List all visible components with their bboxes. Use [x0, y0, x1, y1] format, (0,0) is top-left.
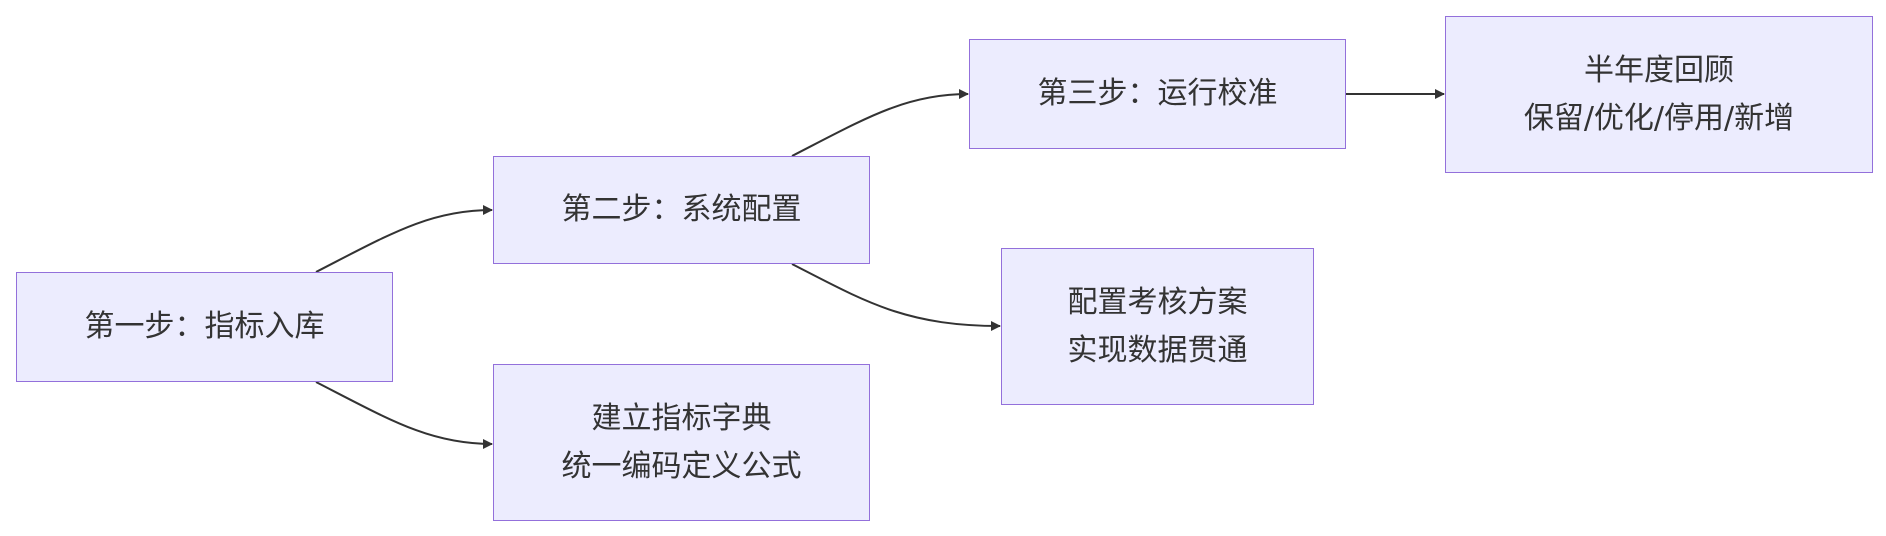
node-step2: 第二步：系统配置 [493, 156, 870, 264]
edge-step1-to-step2 [315, 205, 493, 273]
node-assessment-line-2: 实现数据贯通 [1067, 332, 1248, 368]
node-review-line-2: 保留/优化/停用/新增 [1523, 100, 1795, 136]
node-review: 半年度回顾 保留/优化/停用/新增 [1445, 16, 1873, 173]
node-step1-label: 第一步：指标入库 [84, 309, 325, 344]
edge-step1-to-dictionary [315, 381, 493, 449]
node-step3: 第三步：运行校准 [969, 39, 1346, 149]
edge-step2-to-step3 [791, 89, 969, 157]
edge-step2-to-assessment [791, 263, 1001, 331]
node-dictionary-line-2: 统一编码定义公式 [561, 448, 802, 484]
node-review-line-1: 半年度回顾 [1584, 52, 1734, 88]
node-step3-label: 第三步：运行校准 [1037, 76, 1278, 111]
node-dictionary: 建立指标字典 统一编码定义公式 [493, 364, 870, 521]
node-dictionary-line-1: 建立指标字典 [591, 400, 772, 436]
node-assessment: 配置考核方案 实现数据贯通 [1001, 248, 1314, 405]
node-step2-label: 第二步：系统配置 [561, 192, 802, 227]
node-step1: 第一步：指标入库 [16, 272, 393, 382]
node-assessment-line-1: 配置考核方案 [1067, 284, 1248, 320]
